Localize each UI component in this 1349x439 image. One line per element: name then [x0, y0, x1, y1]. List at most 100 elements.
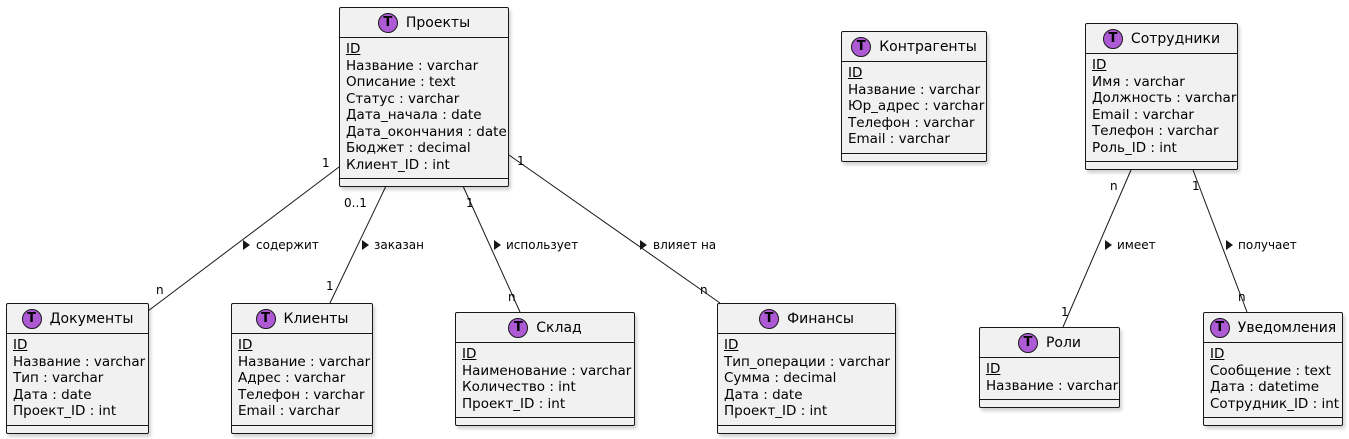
relation-label: влияет на — [653, 238, 716, 252]
cardinality-from: n — [1110, 179, 1118, 193]
cardinality-to: 1 — [1061, 305, 1069, 319]
primary-key-field: ID — [986, 361, 1001, 377]
direction-arrow-icon — [494, 240, 501, 250]
entity-field: Сумма : decimal — [724, 370, 837, 386]
entity-field: Роль_ID : int — [1092, 139, 1177, 156]
entity-field: Название : varchar — [238, 353, 371, 370]
relation-label: заказан — [374, 238, 424, 252]
relation-line — [1192, 169, 1248, 313]
primary-key-field: ID — [238, 337, 253, 353]
entity-field: Дата_окончания : date — [346, 123, 507, 140]
relation-label: получает — [1238, 238, 1297, 252]
entity-name: Контрагенты — [879, 38, 977, 55]
entity-field: Название : varchar — [986, 377, 1119, 394]
direction-arrow-icon — [640, 240, 647, 250]
entity-name: Сотрудники — [1130, 30, 1221, 47]
entity-name: Уведомления — [1237, 319, 1337, 336]
entity-field: Проект_ID : int — [462, 395, 566, 412]
relation-label: содержит — [256, 238, 319, 252]
entity-methods-section — [7, 424, 148, 433]
entity-field: Проект_ID : int — [13, 403, 117, 419]
entity-methods-section — [980, 399, 1119, 407]
relation-line — [329, 185, 387, 304]
direction-arrow-icon — [362, 240, 369, 250]
entity-field: Наименование : varchar — [462, 362, 632, 379]
table-type-icon: T — [759, 308, 780, 329]
relation-line — [462, 185, 521, 313]
entity-field: Дата : date — [13, 386, 92, 403]
entity-field: Описание : text — [346, 74, 456, 90]
primary-key-field: ID — [724, 337, 739, 353]
relation-projects-clients: 0..1 1 заказан — [326, 185, 424, 304]
entity-field: Телефон : varchar — [848, 114, 975, 131]
table-type-icon: T — [1209, 317, 1230, 338]
primary-key-field: ID — [462, 346, 477, 362]
entity-header: T Уведомления — [1204, 313, 1342, 343]
entity-field: Дата_начала : date — [346, 107, 482, 123]
direction-arrow-icon — [1105, 240, 1112, 250]
entity-methods-section — [1086, 161, 1237, 169]
entity-field: Юр_адрес : varchar — [848, 98, 985, 114]
cardinality-to: n — [1238, 290, 1246, 304]
entity-field: Сотрудник_ID : int — [1210, 395, 1340, 412]
relation-line — [508, 154, 721, 304]
relation-projects-documents: 1 n содержит — [147, 156, 340, 312]
cardinality-from: 1 — [322, 156, 330, 170]
cardinality-from: 1 — [466, 196, 474, 210]
primary-key-field: ID — [346, 41, 361, 57]
entity-name: Финансы — [787, 310, 854, 327]
table-type-icon: T — [377, 12, 398, 33]
entity-header: T Проекты — [340, 8, 508, 38]
entity-field: Название : varchar — [848, 81, 981, 98]
cardinality-to: n — [700, 283, 708, 297]
entity-name: Роли — [1045, 334, 1082, 351]
entity-name: Документы — [49, 310, 134, 327]
primary-key-field: ID — [1092, 57, 1107, 73]
cardinality-to: 1 — [326, 279, 334, 293]
entity-name: Проекты — [405, 14, 471, 31]
cardinality-from: 0..1 — [344, 196, 367, 210]
primary-key-field: ID — [848, 65, 863, 81]
entity-field: Дата : datetime — [1210, 379, 1320, 395]
entity-field: Бюджет : decimal — [346, 140, 471, 156]
entity-field: Тип : varchar — [13, 370, 104, 386]
table-type-icon: T — [851, 36, 872, 57]
entity-field: Тип_операции : varchar — [724, 353, 891, 370]
table-type-icon: T — [508, 317, 529, 338]
entity-field: Клиент_ID : int — [346, 156, 450, 173]
relation-line — [147, 166, 340, 312]
entity-methods-section — [232, 424, 372, 433]
entity-header: T Контрагенты — [842, 32, 986, 62]
cardinality-to: n — [156, 283, 164, 297]
entity-field: Статус : varchar — [346, 90, 460, 107]
entity-field: Email : varchar — [1092, 106, 1194, 123]
entity-methods-section — [718, 424, 895, 433]
entity-name: Клиенты — [283, 310, 349, 327]
entity-field: Название : varchar — [346, 57, 479, 74]
entity-methods-section — [340, 178, 508, 186]
entity-field: Имя : varchar — [1092, 73, 1185, 90]
